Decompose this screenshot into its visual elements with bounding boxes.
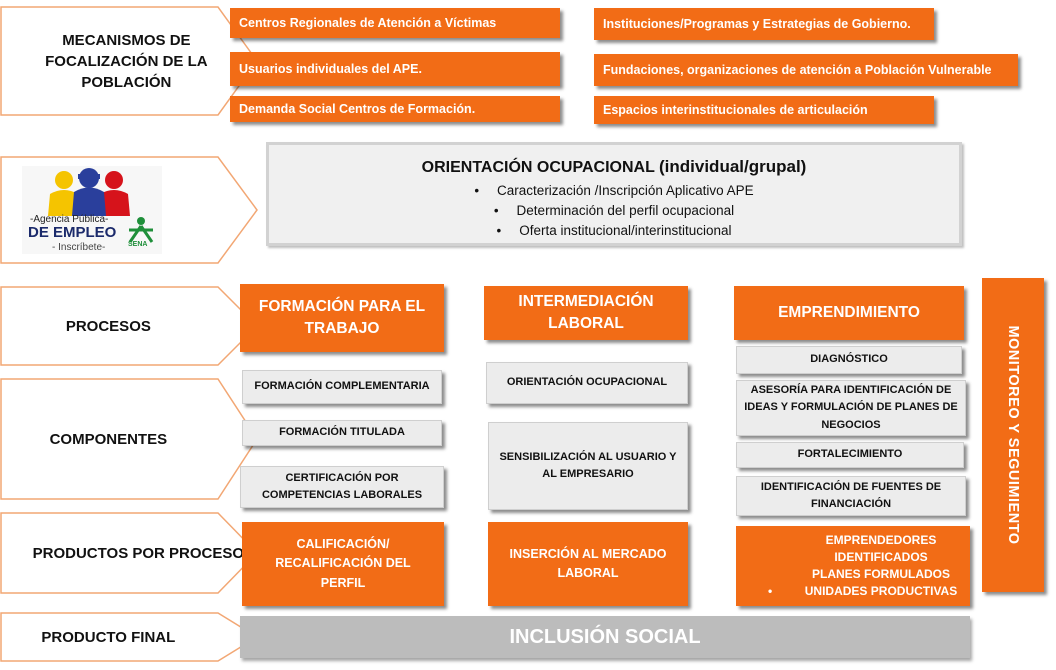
row-label-componentes: COMPONENTES: [49, 430, 168, 448]
row-arrow-final: PRODUCTO FINAL: [0, 612, 258, 662]
mechanism-box-fundaciones: Fundaciones, organizaciones de atención …: [594, 54, 1018, 86]
product-planes: PLANES FORMULADOS: [812, 567, 950, 581]
orientacion-title-suffix: (individual/grupal): [659, 157, 807, 176]
row-label-mecanismos: MECANISMOS DE FOCALIZACIÓN DE LA POBLACI…: [45, 31, 208, 91]
orientacion-item: •Determinación del perfil ocupacional: [493, 203, 735, 218]
inclusion-social-bar: INCLUSIÓN SOCIAL: [240, 616, 970, 658]
process-formacion: FORMACIÓN PARA EL TRABAJO: [240, 284, 444, 352]
mechanism-box-demanda: Demanda Social Centros de Formación.: [230, 96, 560, 122]
component-formacion-titulada: FORMACIÓN TITULADA: [242, 420, 442, 446]
row-label-final: PRODUCTO FINAL: [41, 628, 176, 646]
row-arrow-procesos: PROCESOS: [0, 286, 258, 366]
sena-logo-icon: [128, 217, 154, 243]
orientacion-title: ORIENTACIÓN OCUPACIONAL (individual/grup…: [269, 157, 959, 177]
process-emprendimiento: EMPRENDIMIENTO: [734, 286, 964, 340]
orientacion-ocupacional-box: ORIENTACIÓN OCUPACIONAL (individual/grup…: [266, 142, 962, 246]
product-calificacion: CALIFICACIÓN/ RECALIFICACIÓN DEL PERFIL: [242, 522, 444, 606]
component-certificacion: CERTIFICACIÓN POR COMPETENCIAS LABORALES: [240, 466, 444, 508]
orientacion-list: •Caracterización /Inscripción Aplicativo…: [269, 181, 959, 241]
component-fortalecimiento: FORTALECIMIENTO: [736, 442, 964, 468]
row-arrow-mecanismos: MECANISMOS DE FOCALIZACIÓN DE LA POBLACI…: [0, 6, 258, 116]
component-diagnostico: DIAGNÓSTICO: [736, 346, 962, 374]
logo-line2: DE EMPLEO: [28, 224, 117, 241]
component-formacion-complementaria: FORMACIÓN COMPLEMENTARIA: [242, 370, 442, 404]
product-unidades: •UNIDADES PRODUCTIVAS: [768, 584, 958, 598]
workers-icon: [48, 168, 130, 216]
sena-label: SENA: [128, 241, 148, 248]
process-intermediacion: INTERMEDIACIÓN LABORAL: [484, 286, 688, 340]
component-sensibilizacion: SENSIBILIZACIÓN AL USUARIO Y AL EMPRESAR…: [488, 422, 688, 510]
component-fuentes-financiacion: IDENTIFICACIÓN DE FUENTES DE FINANCIACIÓ…: [736, 476, 966, 516]
logo-line1: -Agencia Pública-: [30, 214, 109, 225]
row-label-productos: PRODUCTOS POR PROCESO: [32, 544, 245, 562]
product-emprendimiento: EMPRENDEDORES IDENTIFICADOS PLANES FORMU…: [736, 526, 970, 606]
row-arrow-productos: PRODUCTOS POR PROCESO: [0, 512, 258, 594]
mechanism-box-victimas: Centros Regionales de Atención a Víctima…: [230, 8, 560, 38]
mechanism-box-usuarios: Usuarios individuales del APE.: [230, 52, 560, 86]
mechanism-box-espacios: Espacios interinstitucionales de articul…: [594, 96, 934, 124]
product-emprendedores: EMPRENDEDORES IDENTIFICADOS: [825, 533, 937, 564]
component-asesoria: ASESORÍA PARA IDENTIFICACIÓN DE IDEAS Y …: [736, 380, 966, 436]
agencia-publica-empleo-logo: -Agencia Pública- DE EMPLEO - Inscríbete…: [22, 166, 162, 254]
mechanism-box-instituciones: Instituciones/Programas y Estrategias de…: [594, 8, 934, 40]
monitoreo-label: MONITOREO Y SEGUIMIENTO: [1005, 325, 1021, 545]
product-insercion: INSERCIÓN AL MERCADO LABORAL: [488, 522, 688, 606]
logo-line3: - Inscríbete-: [52, 242, 106, 253]
orientacion-title-main: ORIENTACIÓN OCUPACIONAL: [421, 159, 655, 176]
orientacion-item: •Caracterización /Inscripción Aplicativo…: [474, 183, 754, 198]
monitoreo-seguimiento-bar: MONITOREO Y SEGUIMIENTO: [982, 278, 1044, 592]
row-arrow-componentes: COMPONENTES: [0, 378, 258, 500]
row-label-procesos: PROCESOS: [65, 317, 151, 335]
orientacion-item: •Oferta institucional/interinstitucional: [496, 223, 732, 238]
component-orientacion-ocupacional: ORIENTACIÓN OCUPACIONAL: [486, 362, 688, 404]
